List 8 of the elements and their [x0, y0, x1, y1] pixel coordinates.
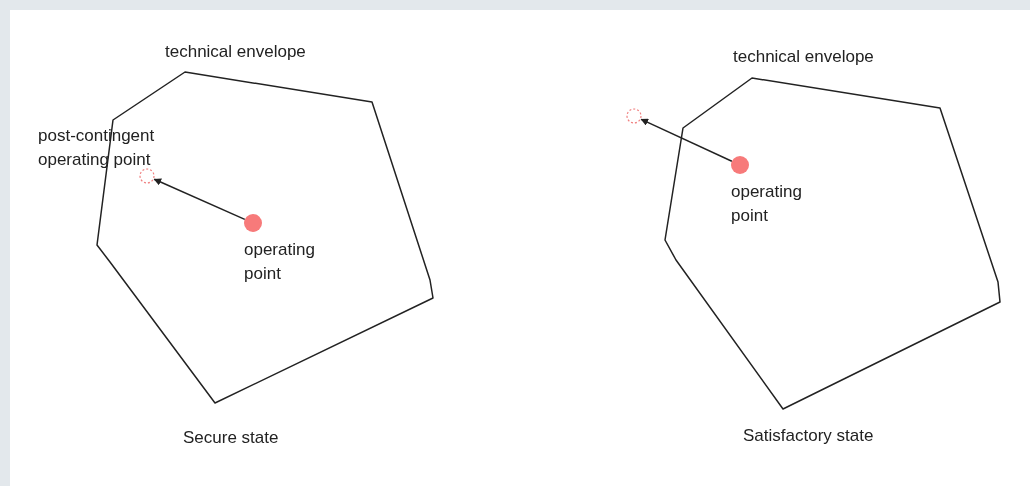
arrow — [640, 118, 733, 162]
point-label: operating point — [731, 181, 803, 227]
point-label: operating point — [244, 239, 316, 285]
arrow — [153, 178, 246, 221]
envelope-title: technical envelope — [733, 46, 875, 68]
state-caption: Satisfactory state — [743, 425, 875, 447]
state-caption: Secure state — [183, 427, 280, 449]
envelope-title: technical envelope — [165, 41, 307, 63]
